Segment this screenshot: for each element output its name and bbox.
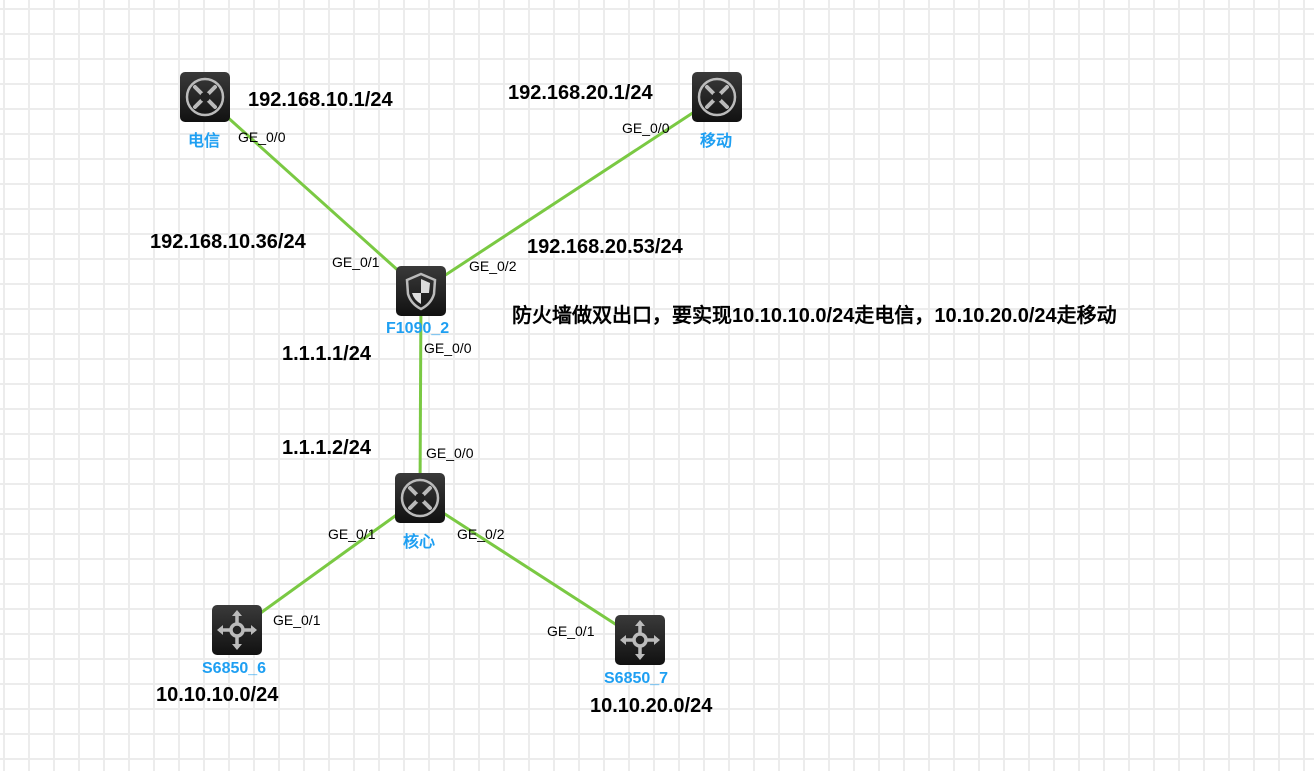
device-name-core: 核心 <box>403 534 436 551</box>
shield-icon <box>405 272 437 311</box>
port-fw-left: GE_0/1 <box>332 254 380 270</box>
ip-core-ge00: 1.1.1.2/24 <box>282 437 371 459</box>
device-name-sw7: S6850_7 <box>604 670 669 687</box>
device-name-mobile: 移动 <box>700 133 733 150</box>
router-telecom[interactable] <box>180 72 230 122</box>
router-mobile[interactable] <box>692 72 742 122</box>
ip-fw-ge02: 192.168.20.53/24 <box>527 236 683 258</box>
link-telecom-firewall[interactable] <box>203 95 423 293</box>
device-name-telecom: 电信 <box>188 133 221 150</box>
switch-s6850-7[interactable] <box>615 615 665 665</box>
link-core-sw7[interactable] <box>419 496 641 642</box>
port-core-right: GE_0/2 <box>457 526 505 542</box>
switch-icon <box>217 610 257 650</box>
ip-mobile: 192.168.20.1/24 <box>508 82 653 104</box>
port-mobile: GE_0/0 <box>622 120 670 136</box>
port-sw6: GE_0/1 <box>273 612 321 628</box>
port-fw-down: GE_0/0 <box>424 340 472 356</box>
link-firewall-core[interactable] <box>418 290 423 499</box>
firewall-device[interactable] <box>396 266 446 316</box>
net-sw6: 10.10.10.0/24 <box>156 684 279 706</box>
device-name-sw6: S6850_6 <box>202 660 267 677</box>
port-telecom: GE_0/0 <box>238 129 286 145</box>
router-core[interactable] <box>395 473 445 523</box>
annotation-note: 防火墙做双出口，要实现10.10.10.0/24走电信，10.10.20.0/2… <box>512 305 1117 327</box>
switch-s6850-6[interactable] <box>212 605 262 655</box>
switch-icon <box>620 620 660 660</box>
port-sw7: GE_0/1 <box>547 623 595 639</box>
router-icon <box>185 77 225 117</box>
net-sw7: 10.10.20.0/24 <box>590 695 713 717</box>
port-core-left: GE_0/1 <box>328 526 376 542</box>
link-core-sw6[interactable] <box>236 496 421 632</box>
router-icon <box>697 77 737 117</box>
ip-fw-ge01: 192.168.10.36/24 <box>150 231 306 253</box>
link-mobile-firewall[interactable] <box>420 95 718 293</box>
device-name-firewall: F1090_2 <box>386 320 450 337</box>
ip-telecom: 192.168.10.1/24 <box>248 89 393 111</box>
port-core-up: GE_0/0 <box>426 445 474 461</box>
ip-fw-ge00: 1.1.1.1/24 <box>282 343 371 365</box>
router-icon <box>400 478 440 518</box>
port-fw-right: GE_0/2 <box>469 258 517 274</box>
